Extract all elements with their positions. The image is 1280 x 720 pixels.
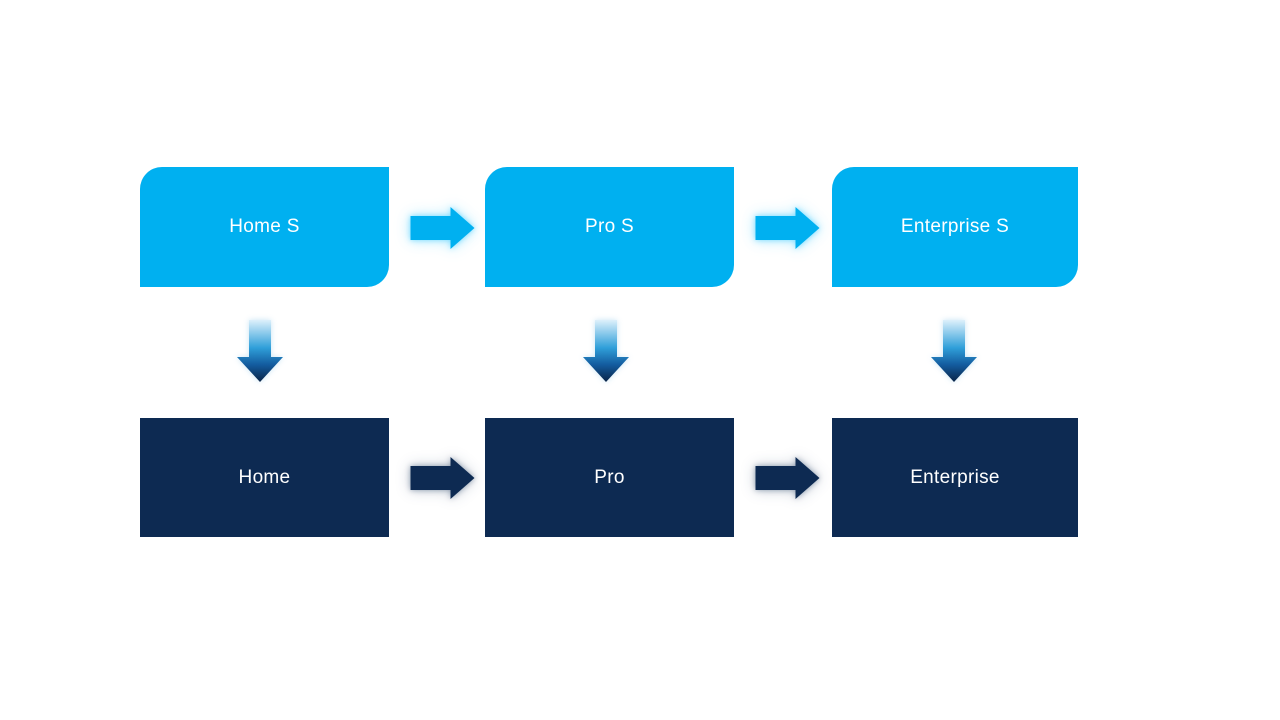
arrow-pro-s-to-enterprise-s — [755, 207, 820, 249]
right-arrow-icon — [755, 457, 820, 499]
node-label: Enterprise — [910, 466, 1000, 488]
down-arrow-icon — [931, 320, 977, 382]
arrow-pro-to-enterprise — [755, 457, 820, 499]
right-arrow-icon — [410, 457, 475, 499]
right-arrow-icon — [755, 207, 820, 249]
node-home-s: Home S — [140, 167, 389, 287]
arrow-home-to-pro — [410, 457, 475, 499]
node-enterprise-s: Enterprise S — [832, 167, 1078, 287]
node-label: Pro — [594, 466, 625, 488]
arrow-pro-s-to-pro — [583, 320, 629, 382]
node-enterprise: Enterprise — [832, 418, 1078, 537]
node-pro: Pro — [485, 418, 734, 537]
arrow-home-s-to-pro-s — [410, 207, 475, 249]
right-arrow-icon — [410, 207, 475, 249]
node-label: Enterprise S — [900, 216, 1010, 237]
node-label: Home — [238, 466, 291, 488]
down-arrow-icon — [583, 320, 629, 382]
node-home: Home — [140, 418, 389, 537]
down-arrow-icon — [237, 320, 283, 382]
node-pro-s: Pro S — [485, 167, 734, 287]
node-label: Pro S — [584, 216, 635, 237]
node-label: Home S — [229, 216, 300, 237]
arrow-home-s-to-home — [237, 320, 283, 382]
arrow-enterprise-s-to-enterprise — [931, 320, 977, 382]
